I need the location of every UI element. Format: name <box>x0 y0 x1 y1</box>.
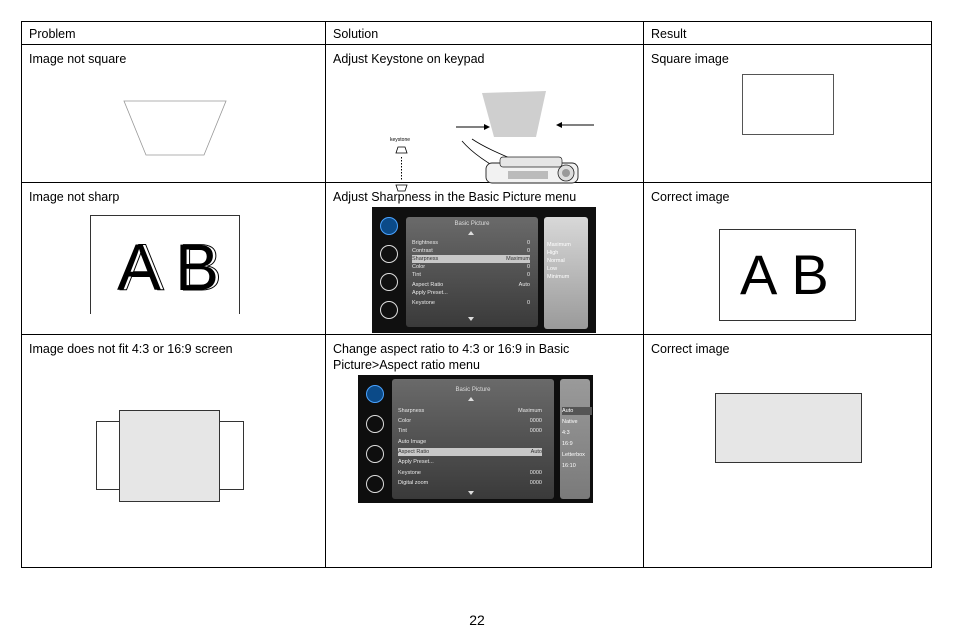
picture-icon <box>380 217 398 235</box>
table-row: Image does not fit 4:3 or 16:9 screen Ch… <box>21 334 932 568</box>
keystone-screen-image <box>482 91 546 137</box>
menu-row-apply-preset[interactable]: Apply Preset... <box>398 459 434 465</box>
header-problem: Problem <box>29 27 76 41</box>
troubleshooting-table: Problem Solution Result Image not square… <box>21 21 932 568</box>
up-arrow-icon <box>468 397 474 401</box>
option-item[interactable]: Auto <box>562 407 592 415</box>
projector-hand-image <box>461 138 579 184</box>
down-arrow-icon <box>468 491 474 495</box>
sharp-letters: AB <box>740 243 843 306</box>
table-row: Image not square Adjust Keystone on keyp… <box>21 44 932 192</box>
square-image <box>742 74 834 135</box>
trapezoid-image <box>123 100 227 156</box>
page-number: 22 <box>469 612 485 628</box>
menu-title: Basic Picture <box>455 387 491 393</box>
option-item[interactable]: Maximum <box>547 242 571 248</box>
option-item[interactable]: Normal <box>547 258 565 264</box>
option-item[interactable]: Native <box>562 419 578 425</box>
mismatched-image <box>119 410 220 502</box>
settings-icon <box>366 415 384 433</box>
result-text: Correct image <box>651 342 730 356</box>
header-result: Result <box>651 27 687 41</box>
options-panel: Auto Native 4:3 16:9 Letterbox 16:10 <box>560 379 592 499</box>
settings-icon <box>380 245 398 263</box>
option-item[interactable]: Letterbox <box>562 452 585 458</box>
fitted-image <box>715 393 862 463</box>
header-row: Problem Solution Result <box>21 21 932 45</box>
solution-text: Change aspect ratio to 4:3 or 16:9 in Ba… <box>333 342 570 356</box>
menu-title: Basic Picture <box>454 221 490 227</box>
info-icon <box>366 475 384 493</box>
options-panel: Maximum High Normal Low Minimum <box>544 217 588 329</box>
problem-text: Image does not fit 4:3 or 16:9 screen <box>29 342 233 356</box>
menu-row-apply-preset[interactable]: Apply Preset... <box>412 290 448 296</box>
info-icon <box>380 301 398 319</box>
option-item[interactable]: 16:9 <box>562 441 573 447</box>
option-item[interactable]: 4:3 <box>562 430 570 436</box>
option-item[interactable]: Low <box>547 266 558 272</box>
up-arrow-icon <box>468 231 474 235</box>
solution-text: Adjust Sharpness in the Basic Picture me… <box>333 190 577 204</box>
down-arrow-icon <box>468 317 474 321</box>
problem-text: Image not sharp <box>29 190 120 204</box>
gear-icon <box>380 273 398 291</box>
option-item[interactable]: High <box>547 250 559 256</box>
sharp-image: AB <box>719 229 856 321</box>
header-solution: Solution <box>333 27 379 41</box>
problem-text: Image not square <box>29 52 127 66</box>
picture-icon <box>366 385 384 403</box>
solution-text-line2: Picture>Aspect ratio menu <box>333 358 480 372</box>
menu-row-auto-image[interactable]: Auto Image <box>398 439 427 445</box>
result-text: Correct image <box>651 190 730 204</box>
option-item[interactable]: 16:10 <box>562 463 576 469</box>
solution-text: Adjust Keystone on keypad <box>333 52 485 66</box>
arrow-icons <box>456 122 594 130</box>
gear-icon <box>366 445 384 463</box>
result-text: Square image <box>651 52 729 66</box>
keystone-label: keystone <box>390 137 411 143</box>
option-item[interactable]: Minimum <box>547 274 570 280</box>
